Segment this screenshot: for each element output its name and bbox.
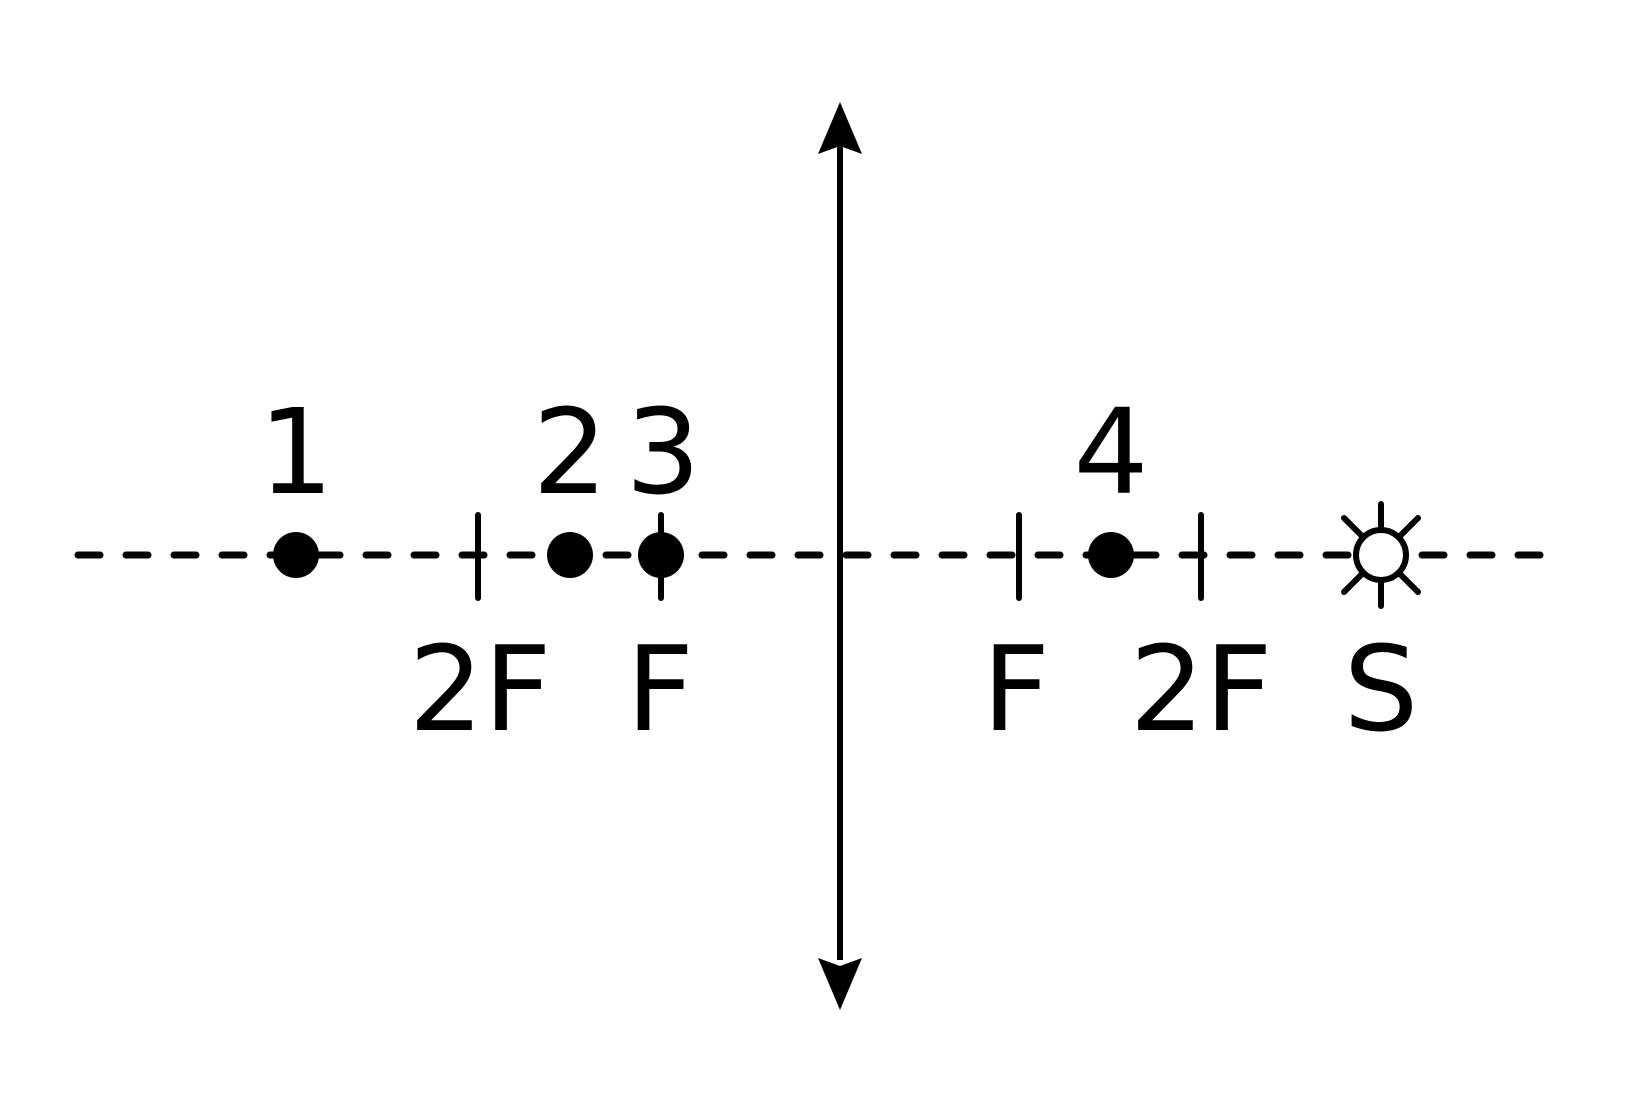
label-f-right: F	[982, 620, 1050, 758]
point-4-label: 4	[1073, 383, 1148, 521]
point-2	[547, 532, 593, 578]
label-2f-left: 2F	[409, 620, 552, 758]
source-label: S	[1344, 620, 1419, 758]
point-3	[638, 532, 684, 578]
point-1-label: 1	[258, 383, 333, 521]
point-2-label: 2	[532, 383, 607, 521]
label-f-left: F	[626, 620, 694, 758]
point-1	[273, 532, 319, 578]
label-2f-right: 2F	[1130, 620, 1273, 758]
sun-icon	[1341, 501, 1421, 609]
point-4	[1088, 532, 1134, 578]
lens-arrowhead-bottom	[818, 958, 862, 1010]
point-3-label: 3	[625, 383, 700, 521]
lens	[818, 102, 862, 1010]
lens-arrowhead-top	[818, 102, 862, 154]
